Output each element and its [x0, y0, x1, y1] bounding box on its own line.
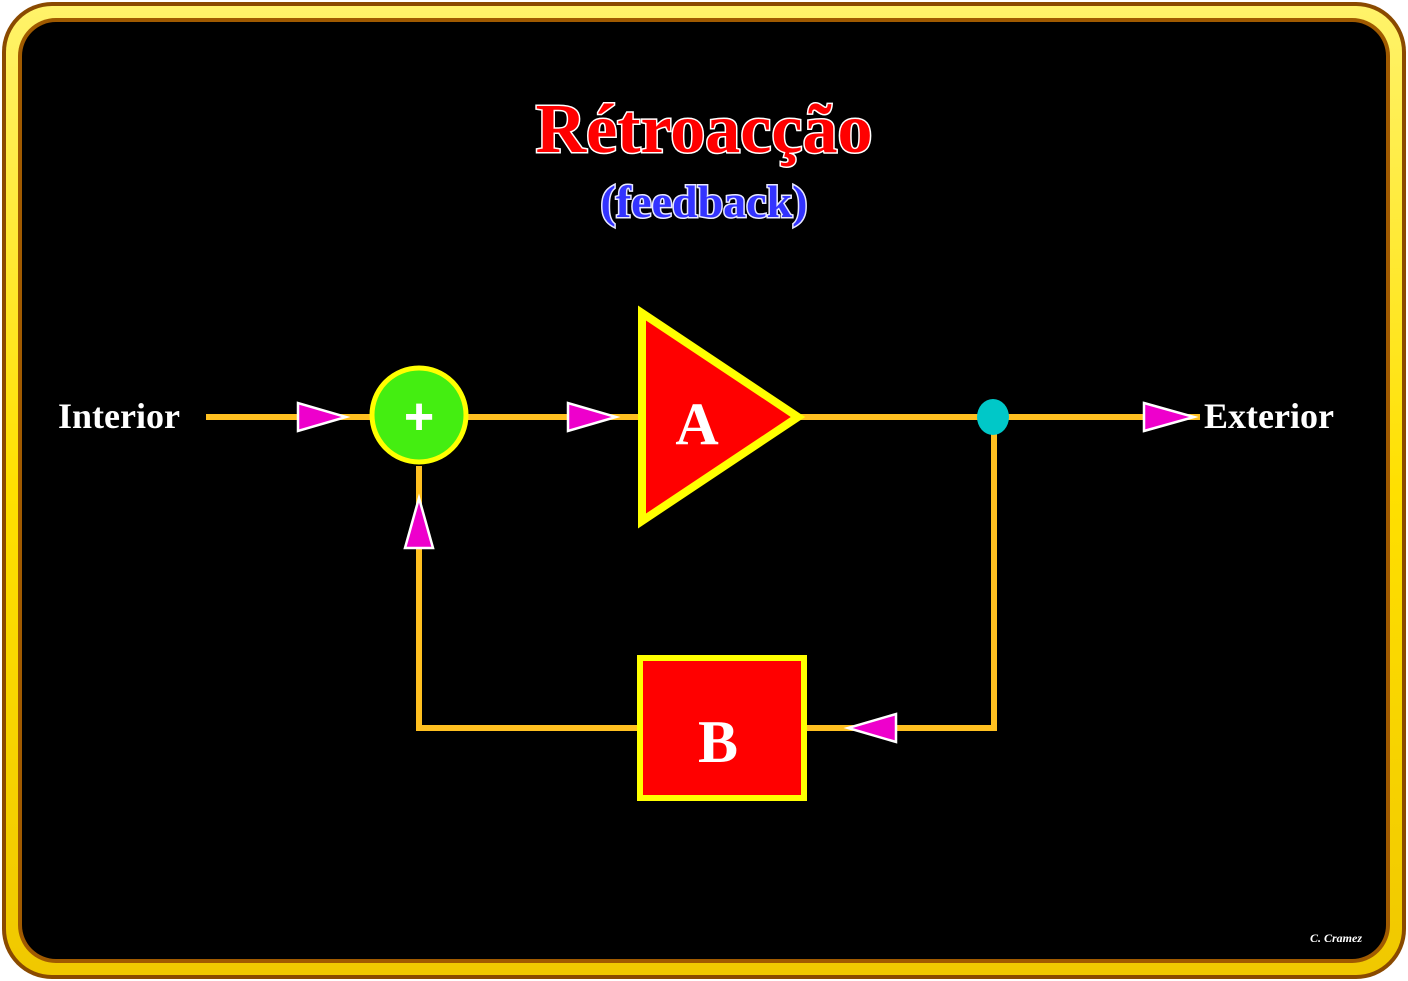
output-arrow-icon — [1142, 401, 1199, 433]
summing-junction — [369, 365, 469, 465]
feedback-block-label: B — [698, 709, 738, 775]
slide-subtitle: (feedback) — [601, 176, 808, 227]
feedback-arrow-icon — [843, 712, 898, 744]
amplifier-input-arrow-icon — [566, 401, 621, 433]
feedback-to-sum-wire — [416, 466, 640, 731]
amplifier-block-a — [638, 305, 806, 529]
slide-title: Rétroacção — [536, 91, 873, 168]
author-credit: C. Cramez — [1310, 931, 1362, 945]
input-label: Interior — [58, 396, 180, 436]
signal-arrows — [296, 401, 1199, 744]
output-junction-dot — [977, 399, 1009, 435]
input-arrow-icon — [296, 401, 351, 433]
feedback-block-b — [637, 655, 807, 801]
sum-feedback-arrow-icon — [403, 493, 435, 550]
output-label: Exterior — [1204, 396, 1334, 436]
summing-plus-sign: + — [404, 388, 434, 446]
slide-background — [22, 22, 1386, 959]
amplifier-label: A — [675, 391, 718, 457]
